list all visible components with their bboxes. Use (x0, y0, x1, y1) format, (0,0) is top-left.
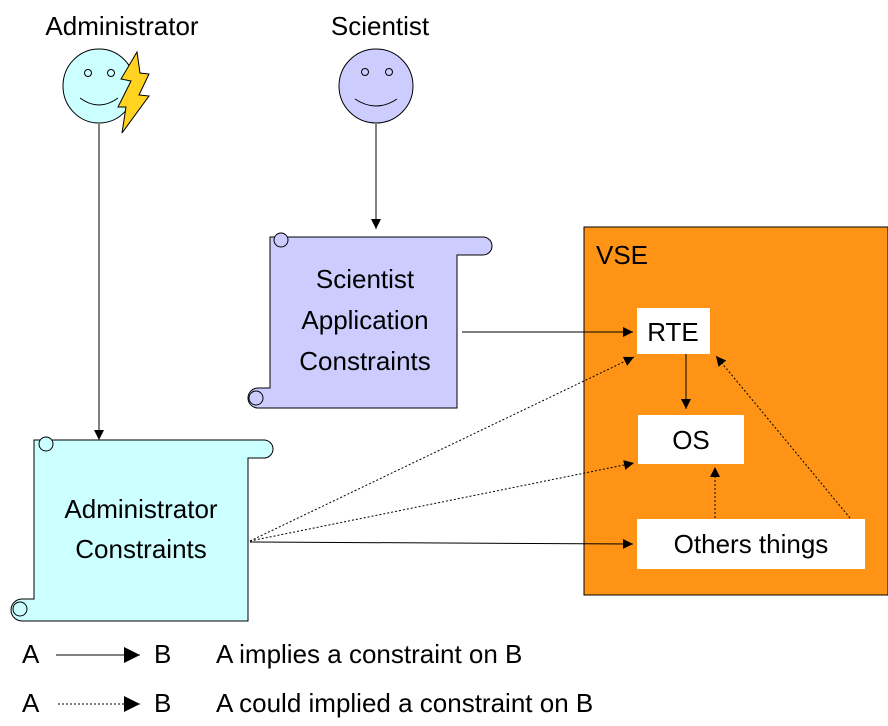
administrator-face-icon (62, 48, 136, 124)
os-label: OS (672, 425, 710, 455)
legend-dotted-b: B (154, 688, 171, 718)
others-label: Others things (674, 529, 829, 559)
legend-solid-a: A (22, 639, 40, 669)
administrator-scroll-line-2: Constraints (75, 534, 207, 564)
os-box: OS (638, 415, 744, 464)
dotted-arrow-admin-scroll-to-rte (249, 356, 635, 542)
vse-label: VSE (596, 240, 648, 270)
scientist-label: Scientist (331, 11, 430, 41)
scientist-scroll-line-1: Scientist (316, 264, 415, 294)
legend-solid: A B A implies a constraint on B (22, 639, 522, 669)
scientist-scroll-line-2: Application (301, 305, 428, 335)
scientist-face-icon (338, 48, 414, 124)
others-box: Others things (637, 519, 865, 569)
scientist-constraints-scroll: Scientist Application Constraints (247, 232, 493, 409)
rte-label: RTE (647, 317, 699, 347)
arrow-admin-scroll-to-others (249, 538, 634, 549)
administrator-scroll-line-1: Administrator (64, 494, 217, 524)
legend-solid-text: A implies a constraint on B (216, 639, 522, 669)
legend-dotted: A B A could implied a constraint on B (22, 688, 593, 718)
scientist-scroll-line-3: Constraints (299, 346, 431, 376)
dotted-arrow-others-to-rte (715, 355, 851, 519)
legend-dotted-a: A (22, 688, 40, 718)
legend-solid-b: B (154, 639, 171, 669)
legend-dotted-text: A could implied a constraint on B (216, 688, 593, 718)
administrator-constraints-scroll: Administrator Constraints (10, 436, 274, 622)
rte-box: RTE (637, 308, 710, 354)
administrator-label: Administrator (45, 11, 198, 41)
lightning-bolt-icon (117, 50, 150, 134)
dotted-arrow-admin-scroll-to-os (249, 460, 635, 542)
